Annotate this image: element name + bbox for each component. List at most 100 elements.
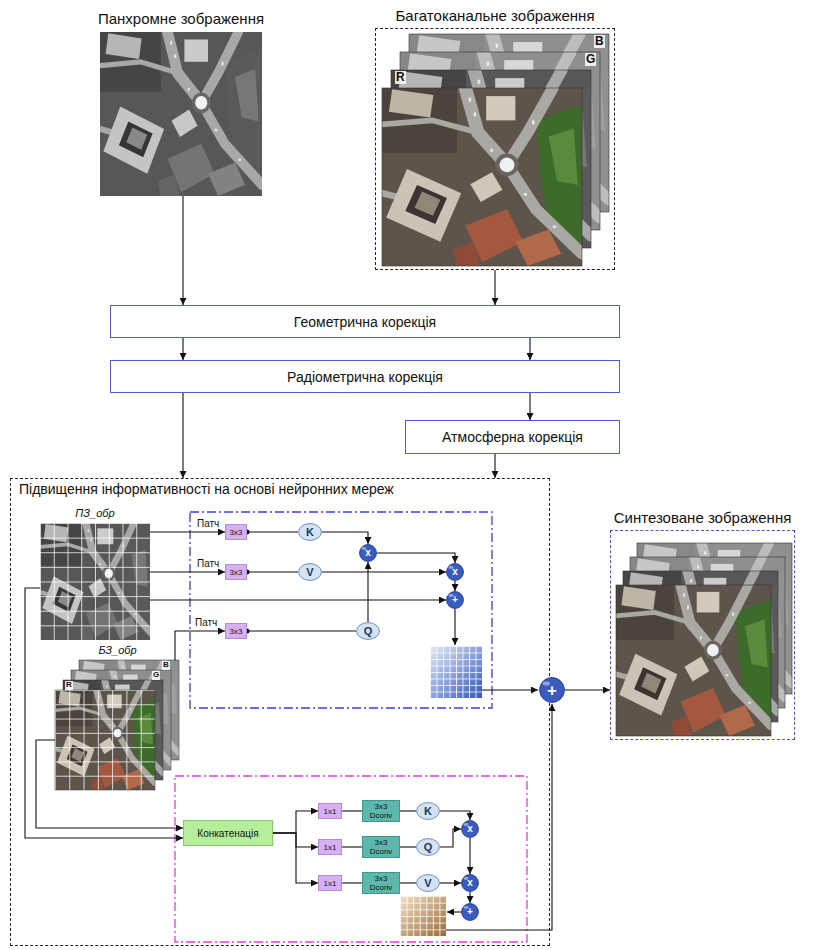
image-panel: Панхромне зображення [100, 32, 262, 196]
connector [36, 740, 183, 828]
box-text: 1x1 [324, 879, 337, 888]
conv-box: 3x3 [225, 524, 247, 540]
dconv-box: 3x3 Dconv [362, 836, 400, 858]
sum-circle: + [539, 677, 565, 703]
image-heading: ПЗ_обр [0, 506, 200, 521]
connector [182, 338, 183, 360]
connector [247, 571, 298, 572]
connector [247, 531, 298, 532]
circle-text: Q [364, 626, 373, 637]
dconv-box: 3x3 Dconv [362, 872, 400, 894]
box-text: 3x3 Dconv [366, 802, 396, 820]
conv-box: 3x3 [225, 623, 247, 639]
connector [529, 338, 530, 360]
operation-circle: x [359, 544, 377, 562]
box-text: Конкатенація [197, 828, 258, 839]
process-box: Геометрична корекція [110, 305, 620, 338]
box-text: Атмосферна корекція [442, 429, 583, 445]
connector [175, 631, 225, 660]
operator-symbol: + [467, 907, 473, 917]
circle-text: K [424, 806, 432, 817]
conv-box: 1x1 [318, 875, 342, 891]
connector [454, 581, 455, 591]
image-panel: Багатоканальне зображення [375, 28, 615, 270]
conv-box: 1x1 [318, 803, 342, 819]
conv-box: 1x1 [318, 839, 342, 855]
box-text: Геометрична корекція [294, 314, 436, 330]
connector [400, 846, 416, 847]
attention-circle: Q [416, 838, 440, 856]
circle-text: K [306, 527, 314, 538]
attention-circle: V [298, 563, 322, 581]
image-patches: БЗ_обр [55, 660, 180, 790]
operation-circle: x [461, 874, 479, 892]
channel-letter: R [395, 71, 406, 84]
box-text: 3x3 [230, 528, 243, 537]
operator-symbol: x [467, 824, 473, 834]
connector [182, 393, 183, 478]
channel-letter: G [585, 53, 596, 66]
channel-letter: B [162, 661, 170, 670]
connector [440, 829, 461, 847]
connector [342, 846, 362, 847]
box-text: 3x3 [230, 568, 243, 577]
concat-box: Конкатенація [183, 820, 273, 846]
circle-text: V [424, 878, 431, 889]
connector [25, 588, 183, 838]
channel-letter: R [65, 681, 73, 690]
connector [150, 571, 225, 572]
operation-circle: x [446, 563, 464, 581]
connector [322, 532, 368, 544]
image-patches: ПЗ_обр [40, 523, 150, 640]
image-panel: Синтезоване зображення [610, 530, 795, 740]
attention-circle: V [416, 874, 440, 892]
box-text: 1x1 [324, 843, 337, 852]
attention-circle: K [416, 802, 440, 820]
box-text: 3x3 [230, 627, 243, 636]
connector [150, 599, 446, 600]
edge-label: Патч [196, 518, 220, 529]
image-heading: Панхромне зображення [30, 9, 332, 29]
connector [440, 882, 461, 883]
connector [469, 838, 470, 874]
region-heading: Підвищення інформативності на основі ней… [11, 479, 402, 499]
connector [565, 689, 610, 690]
box-text: 3x3 Dconv [366, 874, 396, 892]
circle-text: V [306, 567, 313, 578]
channel-letter: B [594, 35, 605, 48]
operator-symbol: x [467, 878, 473, 888]
connector [150, 531, 225, 532]
connector [494, 270, 495, 305]
process-box: Радіометрична корекція [110, 360, 620, 393]
connector [440, 811, 470, 820]
attention-circle: K [298, 523, 322, 541]
circle-text: Q [424, 842, 433, 853]
operation-circle: + [461, 903, 479, 921]
connector [494, 454, 495, 478]
box-text: 1x1 [324, 807, 337, 816]
operator-symbol: + [547, 682, 557, 699]
connector [529, 393, 530, 420]
operation-circle: x [461, 820, 479, 838]
operator-symbol: x [365, 548, 371, 558]
attention-circle: Q [356, 622, 380, 640]
connector [322, 571, 446, 572]
connector [377, 553, 455, 563]
image-heading: Синтезоване зображення [541, 508, 833, 528]
operator-symbol: + [452, 595, 458, 605]
box-text: 3x3 Dconv [366, 838, 396, 856]
image-heading: БЗ_обр [5, 643, 230, 658]
conv-box: 3x3 [225, 564, 247, 580]
image-heading: Багатоканальне зображення [306, 6, 684, 26]
connector [182, 196, 183, 305]
channel-letter: G [152, 671, 160, 680]
process-box: Атмосферна корекція [405, 420, 620, 454]
connector [273, 833, 318, 883]
connector [273, 811, 318, 833]
dconv-box: 3x3 Dconv [362, 800, 400, 822]
connector [469, 892, 470, 903]
edge-label: Патч [194, 617, 218, 628]
